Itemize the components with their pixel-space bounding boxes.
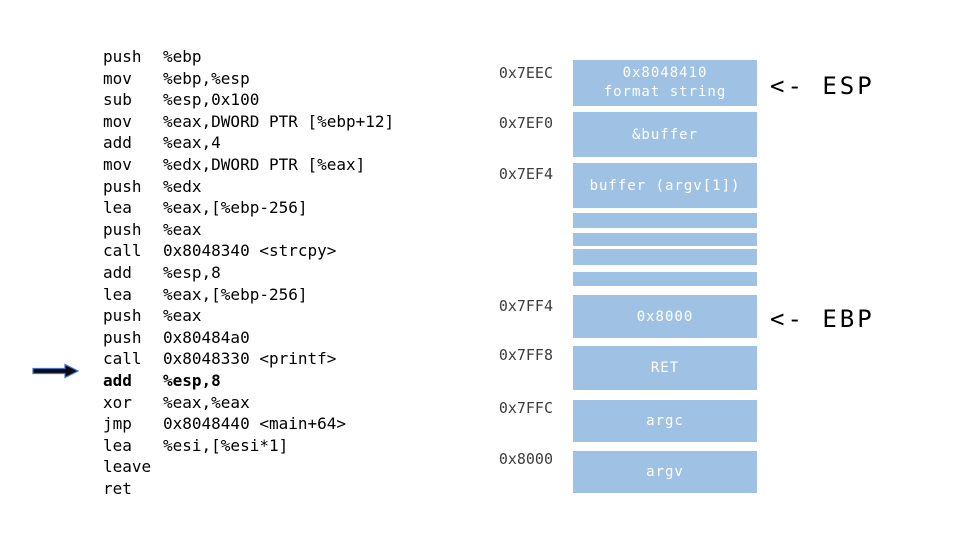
asm-line-current-instruction: add %esp,8 — [103, 370, 394, 392]
asm-line: call 0x8048330 <printf> — [103, 348, 394, 370]
asm-line: lea %esi,[%esi*1] — [103, 435, 394, 457]
asm-mnemonic: lea — [103, 435, 132, 455]
asm-operands: 0x8048440 <main+64> — [163, 414, 347, 434]
asm-mnemonic: call — [103, 349, 142, 369]
stack-address: 0x7FFC — [498, 399, 553, 417]
asm-operands: %ebp — [163, 47, 202, 66]
asm-mnemonic: push — [103, 306, 142, 326]
asm-mnemonic: xor — [103, 392, 132, 412]
asm-line: add %esp,8 — [103, 262, 394, 284]
asm-mnemonic: add — [103, 370, 132, 390]
asm-line: add %eax,4 — [103, 132, 394, 154]
asm-line: push 0x80484a0 — [103, 327, 394, 349]
asm-operands: %eax,%eax — [163, 392, 250, 412]
asm-operands: 0x80484a0 — [163, 327, 250, 347]
stack-address: 0x7EF0 — [498, 114, 553, 132]
asm-mnemonic: leave — [103, 457, 152, 477]
asm-mnemonic: call — [103, 241, 142, 261]
asm-mnemonic: jmp — [103, 414, 132, 434]
asm-line: push %eax — [103, 219, 394, 241]
stack-box-buffer: buffer (argv[1]) — [573, 163, 757, 208]
stack-address: 0x7EEC — [498, 64, 553, 82]
stack-box-value: format string — [603, 84, 727, 100]
asm-operands: %esp,8 — [163, 262, 221, 282]
asm-operands: %eax,4 — [163, 133, 221, 153]
stack-filler-row — [573, 272, 757, 286]
stack-address: 0x7FF8 — [498, 346, 553, 364]
stack-box-buffer-addr: &buffer — [573, 112, 757, 157]
asm-line: leave — [103, 456, 394, 478]
asm-line: push %eax — [103, 305, 394, 327]
esp-pointer-label: <- ESP — [770, 72, 875, 100]
asm-operands: %eax — [163, 219, 202, 239]
asm-mnemonic: push — [103, 47, 142, 66]
ebp-pointer-label: <- EBP — [770, 305, 875, 333]
asm-operands: %esp,8 — [163, 370, 221, 390]
stack-box-argc: argc — [573, 400, 757, 442]
asm-line: push %edx — [103, 176, 394, 198]
asm-mnemonic: mov — [103, 68, 132, 88]
asm-line: push %ebp — [103, 46, 394, 68]
asm-operands: %eax,[%ebp-256] — [163, 198, 308, 218]
asm-line: xor %eax,%eax — [103, 392, 394, 414]
asm-operands: %eax — [163, 306, 202, 326]
asm-mnemonic: sub — [103, 90, 132, 110]
asm-mnemonic: push — [103, 176, 142, 196]
asm-line: jmp 0x8048440 <main+64> — [103, 413, 394, 435]
stack-address: 0x7FF4 — [498, 297, 553, 315]
asm-operands: %ebp,%esp — [163, 68, 250, 88]
asm-mnemonic: mov — [103, 111, 132, 131]
assembly-listing: push %ebp mov %ebp,%esp sub %esp,0x100 mov%… — [103, 46, 394, 499]
asm-operands: %esi,[%esi*1] — [163, 435, 289, 455]
asm-operands: %edx — [163, 176, 202, 196]
stack-address: 0x7EF4 — [498, 165, 553, 183]
asm-operands: %edx,DWORD PTR [%eax] — [163, 154, 366, 174]
stack-filler-row — [573, 249, 757, 265]
stack-box-argv: argv — [573, 451, 757, 493]
asm-mnemonic: add — [103, 262, 132, 282]
asm-operands: %eax,DWORD PTR [%ebp+12] — [163, 111, 395, 131]
asm-line: sub %esp,0x100 — [103, 89, 394, 111]
asm-line: mov %ebp,%esp — [103, 68, 394, 90]
stack-box-format-string: 0x8048410 format string — [573, 60, 757, 106]
asm-line: lea %eax,[%ebp-256] — [103, 284, 394, 306]
stack-box-saved-ebp: 0x8000 — [573, 295, 757, 338]
asm-line: lea %eax,[%ebp-256] — [103, 197, 394, 219]
asm-line: mov %edx,DWORD PTR [%eax] — [103, 154, 394, 176]
stack-box-value: 0x8048410 — [622, 65, 708, 81]
asm-line: mov %eax,DWORD PTR [%ebp+12] — [103, 111, 394, 133]
stack-filler-row — [573, 233, 757, 246]
stack-box-ret: RET — [573, 346, 757, 390]
asm-operands: 0x8048330 <printf> — [163, 349, 337, 369]
stack-filler-row — [573, 213, 757, 228]
asm-mnemonic: push — [103, 327, 142, 347]
asm-line: call 0x8048340 <strcpy> — [103, 240, 394, 262]
asm-operands: %eax,[%ebp-256] — [163, 284, 308, 304]
asm-mnemonic: push — [103, 219, 142, 239]
asm-mnemonic: add — [103, 133, 132, 153]
asm-mnemonic: lea — [103, 284, 132, 304]
asm-operands: 0x8048340 <strcpy> — [163, 241, 337, 261]
asm-mnemonic: lea — [103, 198, 132, 218]
asm-operands: %esp,0x100 — [163, 90, 260, 110]
current-line-arrow-icon — [32, 363, 80, 379]
asm-mnemonic: ret — [103, 478, 132, 498]
asm-line: ret — [103, 478, 394, 500]
stack-address: 0x8000 — [498, 450, 553, 468]
asm-mnemonic: mov — [103, 154, 132, 174]
